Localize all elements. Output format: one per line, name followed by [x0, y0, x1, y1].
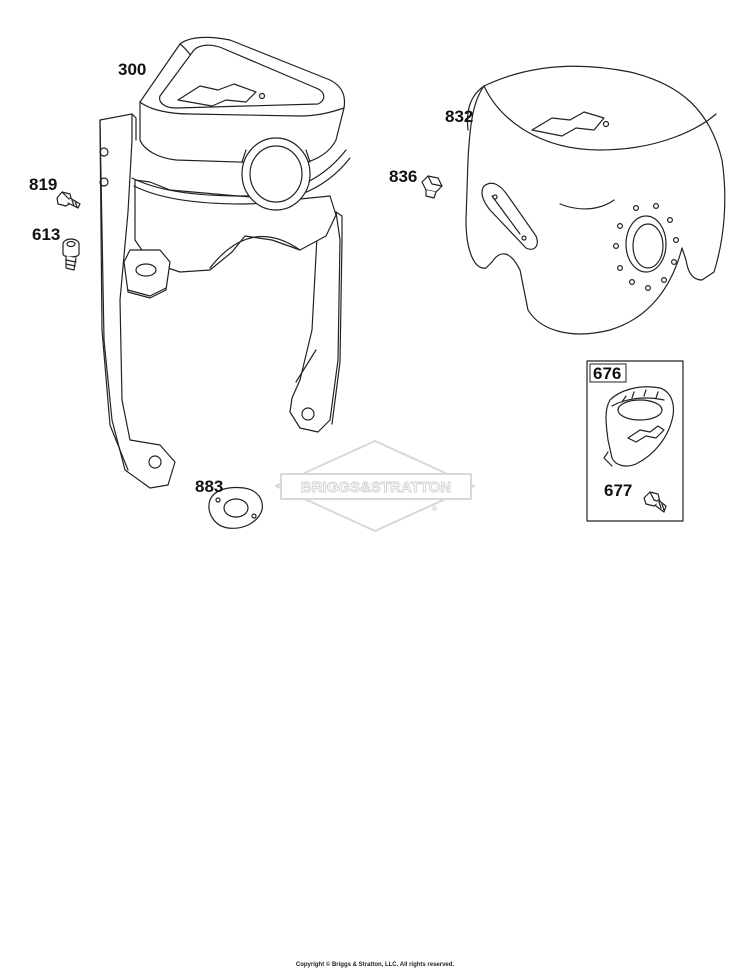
- callout-613: 613: [32, 225, 61, 244]
- screw-677: [643, 491, 667, 513]
- copyright-notice: Copyright © Briggs & Stratton, LLC. All …: [295, 962, 455, 968]
- muffler-assembly-300: [99, 36, 351, 489]
- screw-836: [421, 175, 443, 199]
- watermark-text: BRIGGS&STRATTON: [301, 479, 451, 496]
- callout-300: 300: [118, 60, 147, 79]
- callout-832: 832: [445, 107, 474, 126]
- callout-883: 883: [195, 477, 224, 496]
- callout-677: 677: [604, 481, 633, 500]
- bolt-613: [62, 238, 80, 271]
- gasket-883: [208, 486, 263, 529]
- briggs-stratton-watermark: BRIGGS&STRATTON ®: [275, 440, 475, 532]
- callout-836: 836: [389, 167, 418, 186]
- callout-819: 819: [29, 175, 58, 194]
- heat-shield-832: [465, 65, 726, 335]
- deflector-676: [603, 386, 675, 467]
- callout-676: 676: [593, 364, 622, 383]
- watermark-registered-mark: ®: [432, 505, 438, 513]
- screw-819: [56, 191, 81, 209]
